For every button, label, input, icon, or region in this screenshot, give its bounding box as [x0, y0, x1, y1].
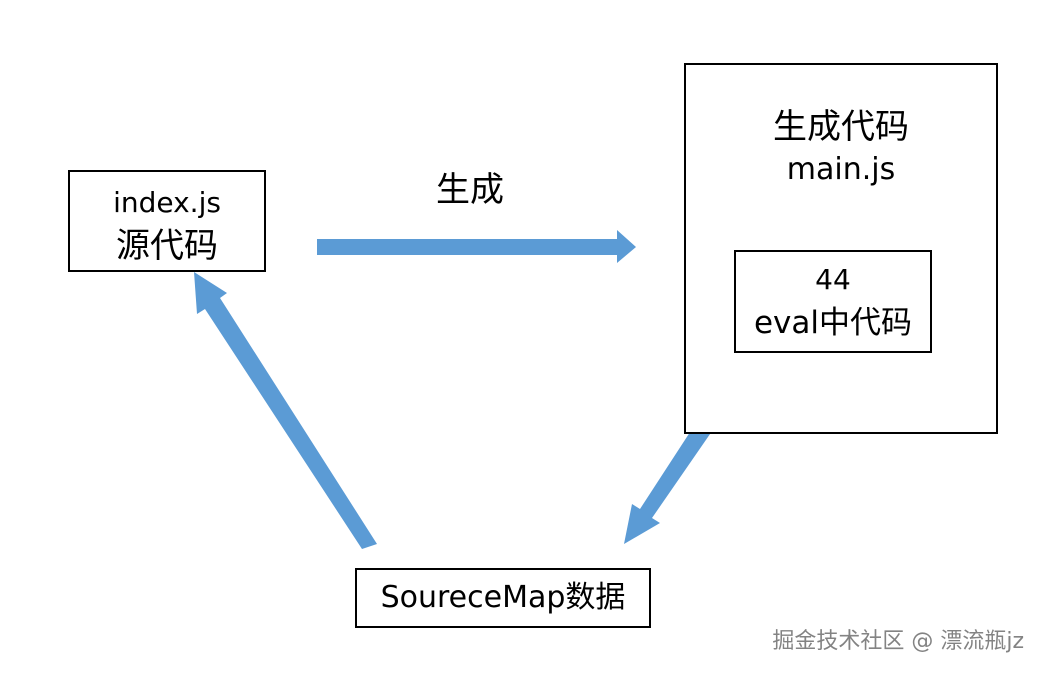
eval-box-label: eval中代码 [753, 305, 913, 341]
generate-arrow [317, 230, 636, 263]
generate-label: 生成 [436, 170, 504, 210]
index-source-label: 源代码 [116, 226, 218, 266]
watermark: 掘金技术社区 @ 漂流瓶jz [772, 629, 1024, 654]
index-box: index.js 源代码 [68, 170, 266, 272]
eval-box-number: 44 [815, 263, 851, 296]
sourcemap-to-index-arrow [194, 272, 377, 549]
main-box-filename: main.js [786, 152, 896, 187]
main-box-title: 生成代码 [773, 107, 909, 147]
eval-box: 44 eval中代码 [734, 250, 932, 353]
sourcemap-label: SoureceMap数据 [380, 580, 626, 615]
main-box: 生成代码 main.js [684, 63, 998, 434]
index-filename: index.js [113, 186, 221, 219]
sourcemap-box: SoureceMap数据 [355, 568, 651, 628]
